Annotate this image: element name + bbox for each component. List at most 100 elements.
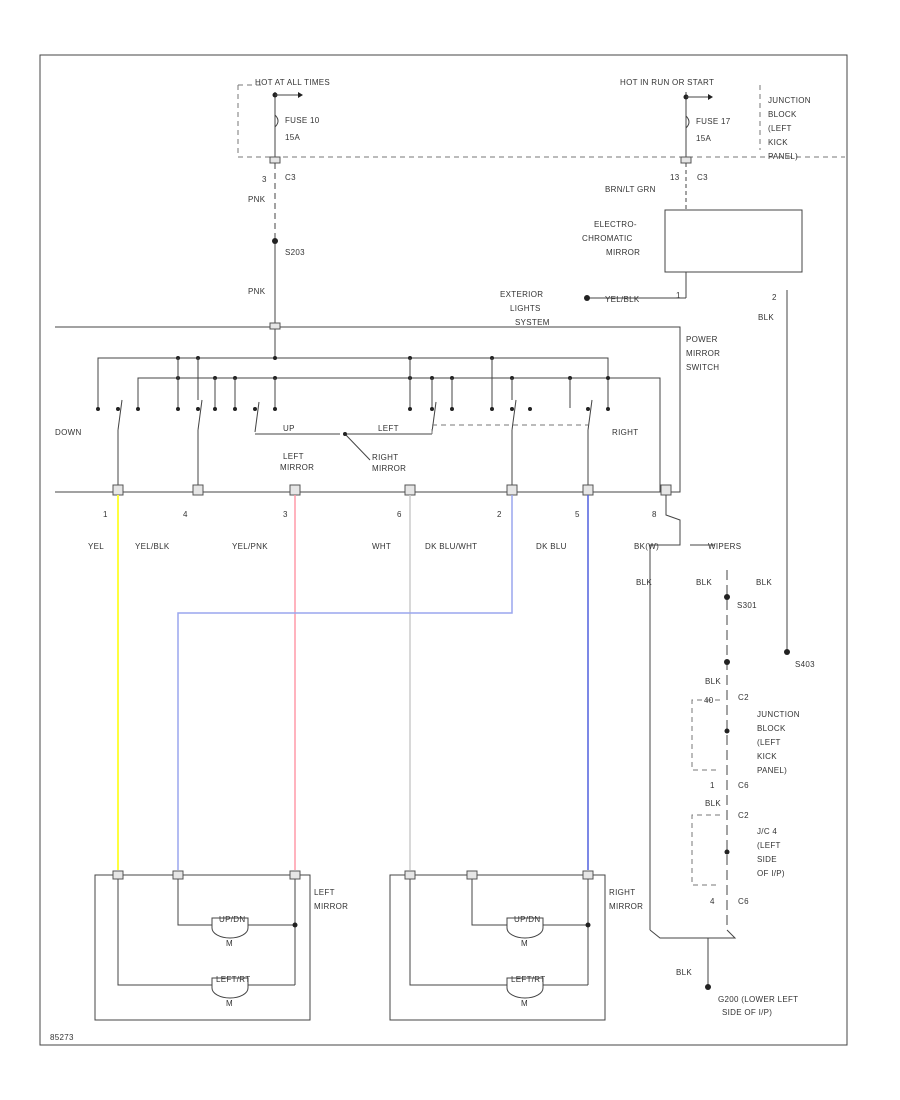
left-updn-motor (211, 917, 249, 939)
right-lr-wire-a (409, 879, 507, 986)
switch-down-label: DOWN (55, 428, 82, 437)
c2-label: C2 (738, 693, 749, 702)
left-mirror-select-1: LEFT (283, 452, 304, 461)
blk-e-label: BLK (705, 799, 721, 808)
jc4-outline (691, 814, 720, 886)
wire-label-yelpnk: YEL/PNK (232, 542, 268, 551)
right-updn-wire-a (471, 879, 507, 926)
jb-line-1: JUNCTION (768, 96, 811, 105)
right-updn-motor (506, 917, 544, 939)
switch-drop-lines (177, 358, 571, 408)
gnd-wire-switch (649, 495, 681, 930)
c3-left-connector (269, 156, 281, 164)
right-fuse-symbol (685, 115, 690, 129)
right-common-node (585, 922, 591, 928)
right-fuse-amps: 15A (696, 134, 711, 143)
right-mirror-label-1: RIGHT (609, 888, 635, 897)
jb2-line-3: (LEFT (757, 738, 781, 747)
right-updn-m: M (521, 939, 528, 948)
left-hot-arrowhead (298, 92, 303, 98)
left-lr-m: M (226, 999, 233, 1008)
splice-s203 (272, 238, 278, 244)
pin-dkbluwht: 2 (497, 510, 502, 519)
wire-label-dkbluwht: DK BLU/WHT (425, 542, 477, 551)
splice-s301-label: S301 (737, 601, 757, 610)
left-lr-motor (211, 977, 249, 999)
switch-left-label: LEFT (378, 424, 399, 433)
pin-4: 4 (710, 897, 715, 906)
wire-label-dkblu: DK BLU (536, 542, 567, 551)
left-mirror-label-1: LEFT (314, 888, 335, 897)
switch-blades (117, 399, 593, 433)
ec-mirror-line-2: CHROMATIC (582, 234, 633, 243)
switch-bus-nodes (176, 356, 610, 380)
right-hot-label: HOT IN RUN OR START (620, 78, 714, 87)
ext-lights-line-2: LIGHTS (510, 304, 541, 313)
wire-yelblk (198, 495, 472, 870)
ext-lights-wire-label: YEL/BLK (605, 295, 640, 304)
splice-s301 (724, 594, 730, 600)
ext-lights-line-3: SYSTEM (515, 318, 550, 327)
jb-c2-outline (691, 699, 720, 771)
ext-lights-node (584, 295, 590, 301)
gnd-node-mid (724, 659, 730, 665)
switch-name-3: SWITCH (686, 363, 719, 372)
pin-gnd: 8 (652, 510, 657, 519)
pin-yel: 1 (103, 510, 108, 519)
jb2-line-4: KICK (757, 752, 777, 761)
left-common-node (292, 922, 298, 928)
ec-mirror-line-3: MIRROR (606, 248, 640, 257)
c3-right-label: C3 (697, 173, 708, 182)
ec-pin2: 2 (772, 293, 777, 302)
c3-right-connector (680, 156, 692, 164)
junction-block-outline (237, 85, 845, 158)
c3-right-pin: 13 (670, 173, 680, 182)
pnk-label-1: PNK (248, 195, 266, 204)
wire-label-yel: YEL (88, 542, 104, 551)
left-mirror-select-2: MIRROR (280, 463, 314, 472)
switch-output-terminals (112, 484, 672, 496)
jc-line-1: J/C 4 (757, 827, 777, 836)
jc4-c2-label: C2 (738, 811, 749, 820)
right-updn-label: UP/DN (514, 915, 540, 924)
right-mirror-box (389, 874, 606, 1021)
pin-wht: 6 (397, 510, 402, 519)
right-mirror-select-1: RIGHT (372, 453, 398, 462)
right-lr-m: M (521, 999, 528, 1008)
c3-left-label: C3 (285, 173, 296, 182)
right-mirror-label-2: MIRROR (609, 902, 643, 911)
c6-label: C6 (738, 781, 749, 790)
switch-feed-terminal (269, 322, 281, 330)
left-lr-wire-a (117, 879, 212, 986)
jb2-line-5: PANEL) (757, 766, 787, 775)
left-lr-label: LEFT/RT (216, 975, 250, 984)
left-hot-label: HOT AT ALL TIMES (255, 78, 330, 87)
left-mirror-label-2: MIRROR (314, 902, 348, 911)
switch-right-label: RIGHT (612, 428, 638, 437)
blk-a-label: BLK (636, 578, 652, 587)
blk-d-label: BLK (705, 677, 721, 686)
left-fuse-symbol (274, 114, 279, 128)
selector-dashed-link (431, 424, 588, 434)
ec-pin1: 1 (676, 291, 681, 300)
pin-yelblk: 4 (183, 510, 188, 519)
left-mirror-box (94, 874, 311, 1021)
right-hot-arrowhead (708, 94, 713, 100)
ext-lights-line-1: EXTERIOR (500, 290, 543, 299)
pin-40: 40 (704, 696, 714, 705)
blk-c-label: BLK (756, 578, 772, 587)
switch-name-1: POWER (686, 335, 718, 344)
jb2-line-2: BLOCK (757, 724, 786, 733)
right-lr-label: LEFT/RT (511, 975, 545, 984)
diagram-frame (39, 54, 848, 1046)
electrochromatic-mirror-box (664, 209, 803, 273)
jc-line-3: SIDE (757, 855, 777, 864)
jc4-node (724, 849, 730, 855)
pin-1: 1 (710, 781, 715, 790)
g200-line-2: SIDE OF I/P) (722, 1008, 772, 1017)
jb-c2-node (724, 728, 730, 734)
left-updn-label: UP/DN (219, 915, 245, 924)
jb-line-3: (LEFT (768, 124, 792, 133)
left-updn-m: M (226, 939, 233, 948)
